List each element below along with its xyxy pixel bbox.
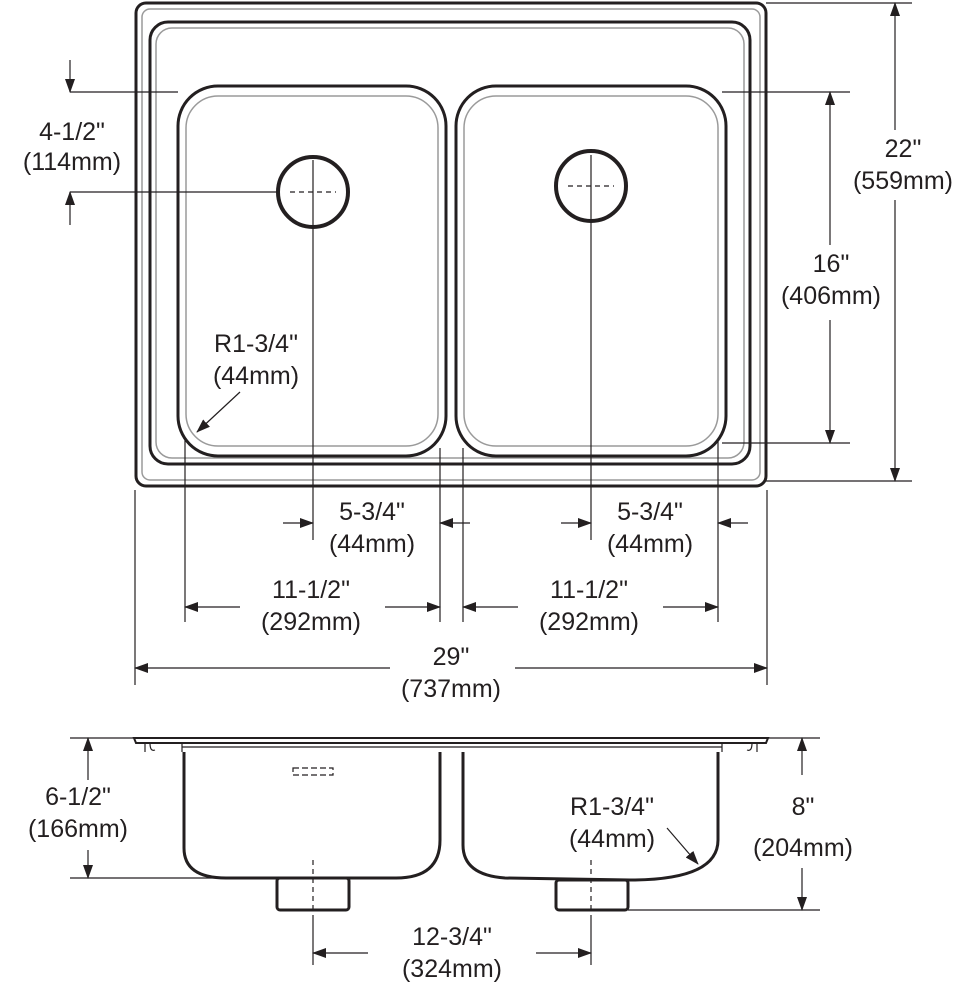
overall-width-imperial: 29" bbox=[433, 643, 470, 671]
drain-offset-imperial: 4-1/2" bbox=[39, 118, 105, 146]
bowl-depth-imperial: 16" bbox=[813, 250, 850, 278]
bottom-radius-imperial: R1-3/4" bbox=[570, 793, 654, 821]
bowl-width-left-imperial: 11-1/2" bbox=[272, 576, 350, 604]
drain-to-center-left-imperial: 5-3/4" bbox=[339, 498, 405, 526]
corner-radius-imperial: R1-3/4" bbox=[214, 330, 298, 358]
drain-to-center-right-metric: (44mm) bbox=[607, 530, 693, 558]
bowl-width-right-imperial: 11-1/2" bbox=[550, 576, 628, 604]
drain-offset-metric: (114mm) bbox=[23, 148, 121, 176]
drain-spacing-metric: (324mm) bbox=[402, 955, 502, 983]
bowl-width-left-metric: (292mm) bbox=[261, 608, 361, 636]
sink-deck bbox=[148, 20, 752, 466]
drain-to-center-right-imperial: 5-3/4" bbox=[617, 498, 683, 526]
dimension-labels: 4-1/2" (114mm) 22" (559mm) 16" (406mm) R… bbox=[23, 118, 953, 983]
overall-depth-imperial: 22" bbox=[885, 135, 922, 163]
left-bowl-profile bbox=[182, 752, 442, 880]
bottom-radius-metric: (44mm) bbox=[569, 825, 655, 853]
left-bowl-depth-imperial: 6-1/2" bbox=[45, 783, 111, 811]
sink-outer-rim bbox=[134, 1, 768, 488]
right-drain-tailpiece bbox=[554, 878, 630, 912]
overall-depth-metric: (559mm) bbox=[853, 167, 953, 195]
sink-deck-inner bbox=[155, 27, 745, 459]
bowl-width-right-metric: (292mm) bbox=[539, 608, 639, 636]
side-rim bbox=[132, 737, 770, 744]
overall-width-metric: (737mm) bbox=[401, 675, 501, 703]
left-bowl-depth-metric: (166mm) bbox=[28, 815, 128, 843]
drain-spacing-imperial: 12-3/4" bbox=[412, 923, 492, 951]
top-view bbox=[65, 1, 912, 685]
left-bowl-outer bbox=[176, 84, 448, 458]
right-bowl-depth-metric: (204mm) bbox=[753, 834, 853, 862]
drain-to-center-left-metric: (44mm) bbox=[329, 530, 415, 558]
left-bowl-inner bbox=[185, 95, 439, 447]
right-bowl-profile bbox=[461, 752, 720, 882]
sink-rim-inner-1 bbox=[141, 8, 761, 481]
side-view bbox=[70, 737, 820, 965]
bowl-depth-metric: (406mm) bbox=[781, 282, 881, 310]
corner-radius-metric: (44mm) bbox=[213, 362, 299, 390]
right-bowl-depth-imperial: 8" bbox=[792, 793, 815, 821]
